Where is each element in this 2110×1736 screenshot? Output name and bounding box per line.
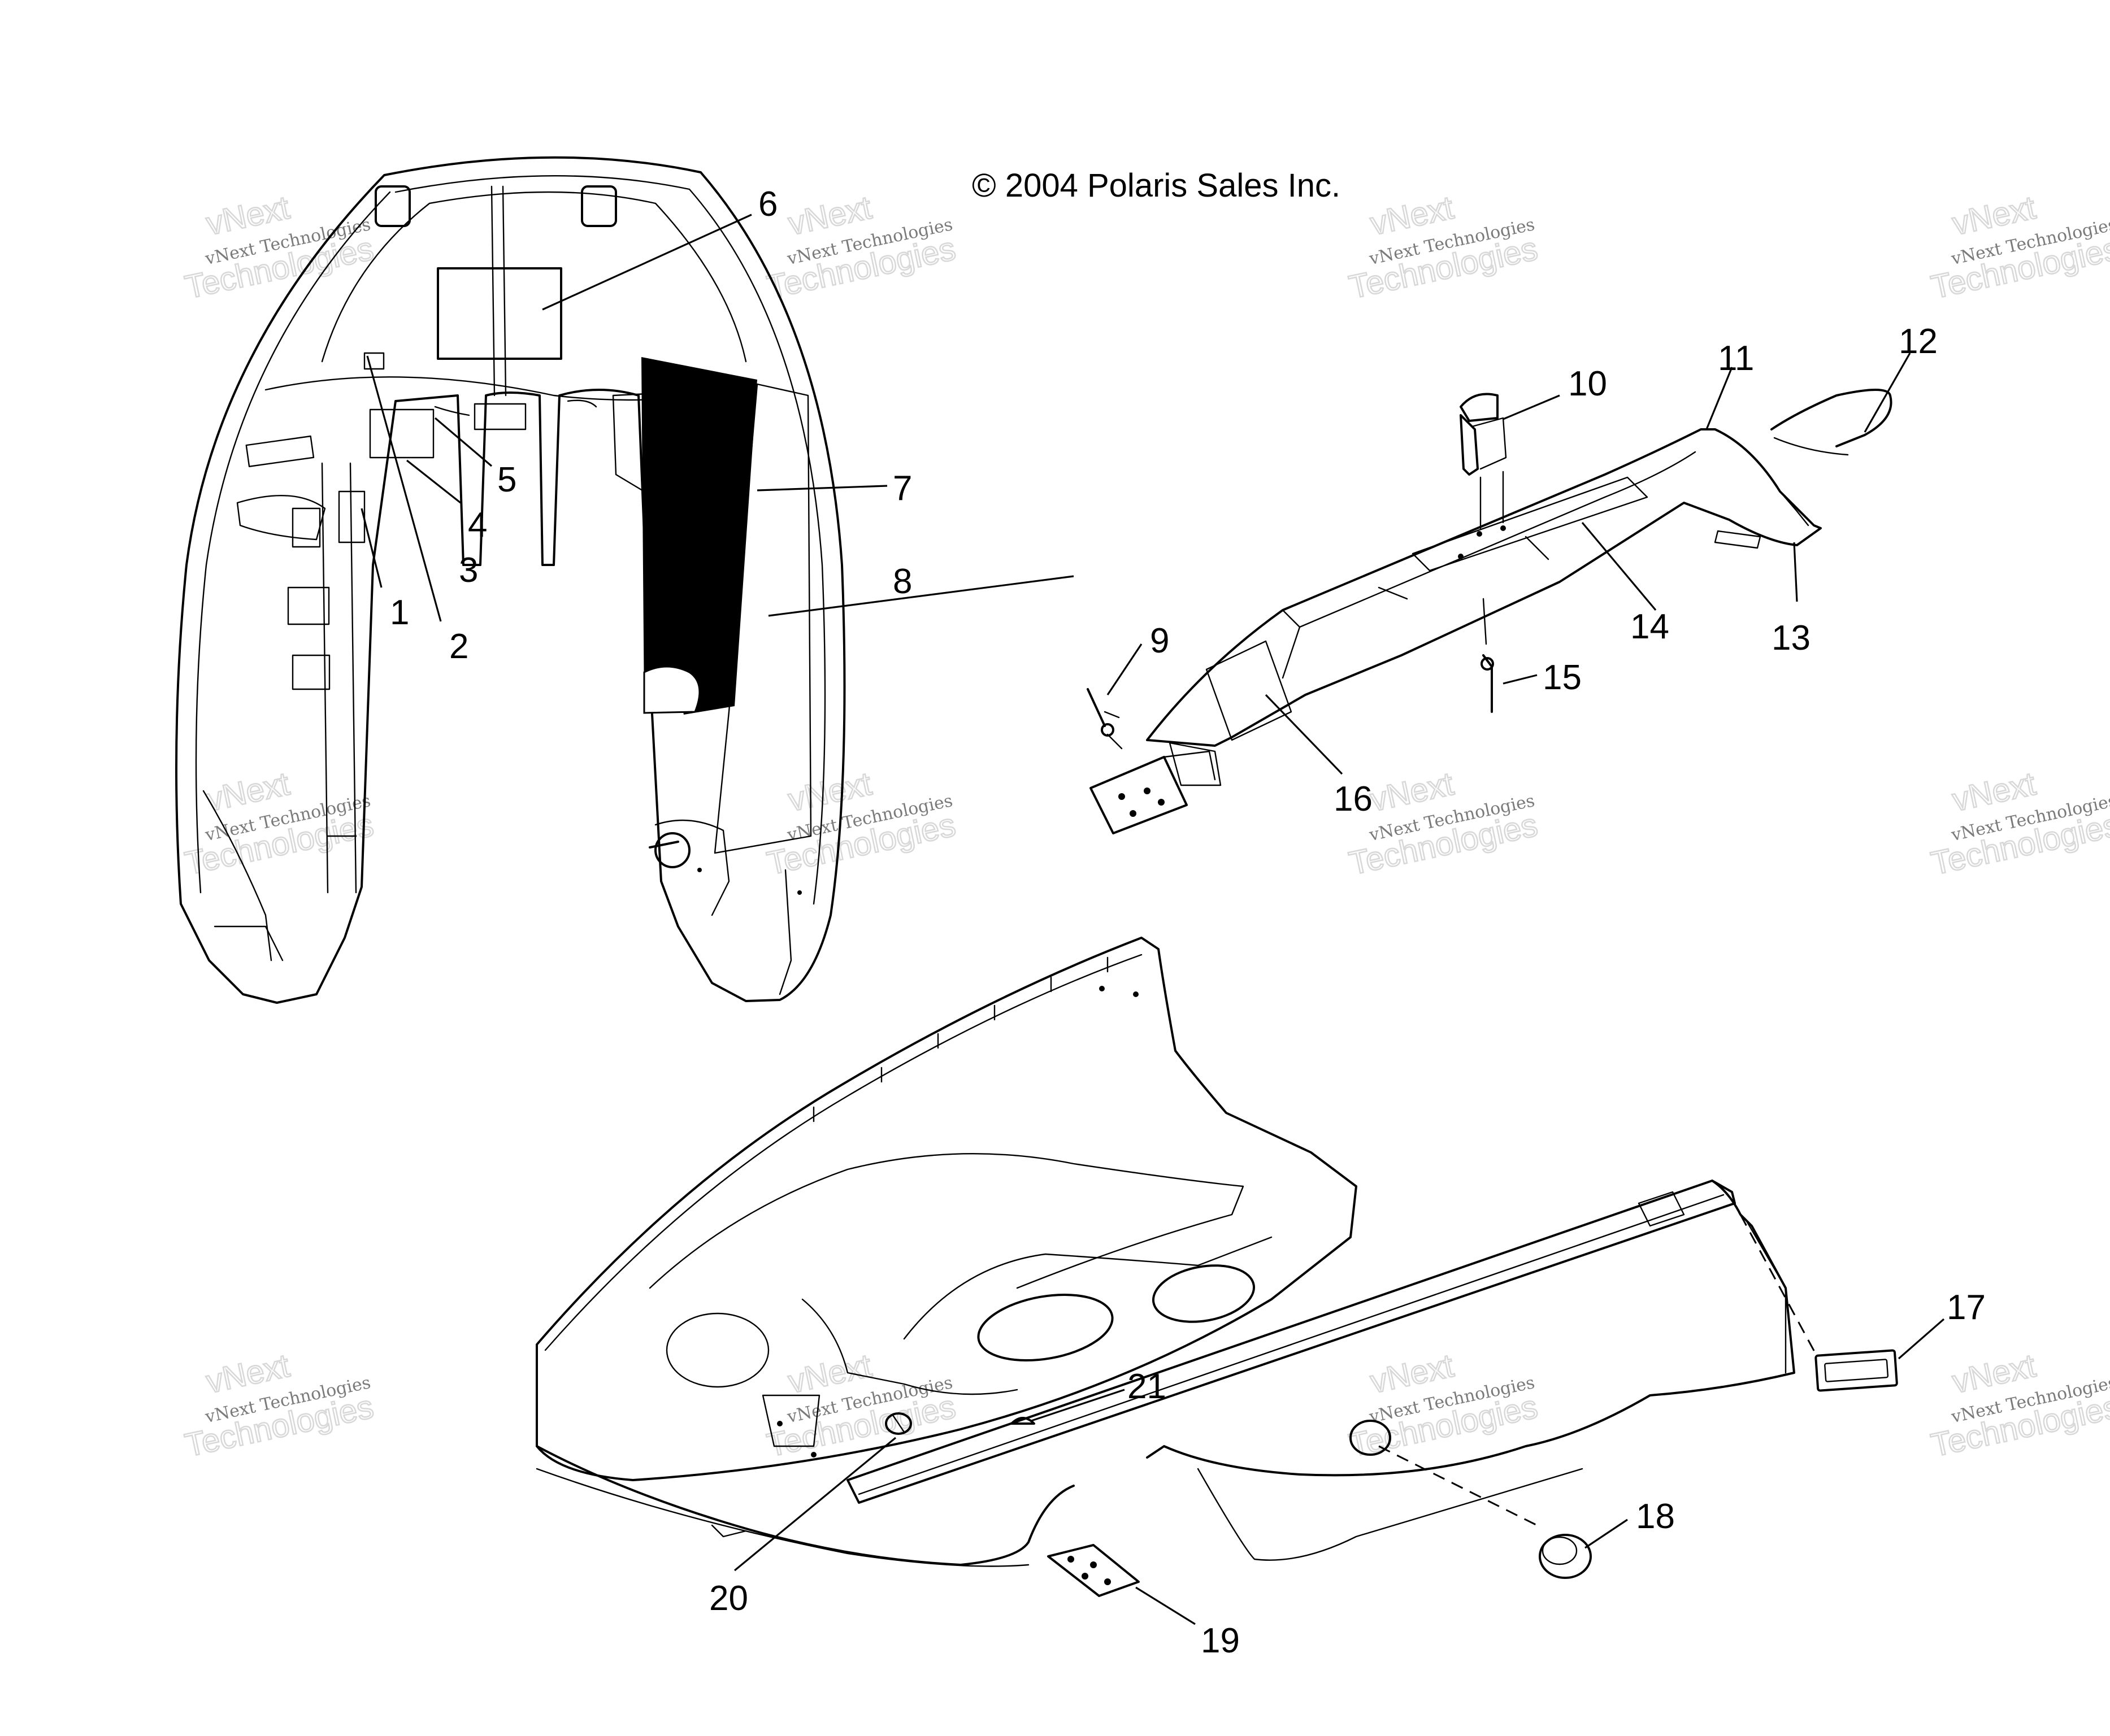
console-assembly [1087,389,1892,834]
part-label-11: 11 [1718,339,1754,378]
hood-top-view [175,156,846,1004]
copyright-text: © 2004 Polaris Sales Inc. [972,167,1340,204]
hood-perspective-view [536,937,1818,1567]
part-label-5: 5 [497,460,516,499]
part-label-7: 7 [893,469,912,508]
part-label-18: 18 [1636,1497,1675,1536]
part-label-10: 10 [1568,364,1607,403]
part-19-plate [1047,1544,1140,1597]
part-label-12: 12 [1899,322,1938,361]
part-label-9: 9 [1150,621,1169,660]
part-label-8: 8 [893,562,912,601]
part-label-1: 1 [390,593,409,632]
part-label-3: 3 [459,551,478,590]
part-label-21: 21 [1127,1367,1166,1406]
part-label-19: 19 [1201,1621,1240,1660]
part-label-14: 14 [1630,607,1669,646]
part-label-16: 16 [1334,780,1373,819]
part-label-17: 17 [1947,1288,1986,1327]
part-label-2: 2 [449,627,468,666]
part-label-6: 6 [758,185,778,224]
part-label-15: 15 [1543,658,1582,697]
part-label-13: 13 [1772,619,1811,658]
part-label-20: 20 [709,1579,748,1618]
part-label-4: 4 [468,506,487,545]
part-17-lens [1814,1349,1898,1392]
part-labels: 1 2 3 4 5 6 7 8 9 10 11 12 13 14 15 16 1… [390,185,1986,1660]
leader-lines [361,214,1945,1625]
part-18-plug [1539,1534,1592,1579]
